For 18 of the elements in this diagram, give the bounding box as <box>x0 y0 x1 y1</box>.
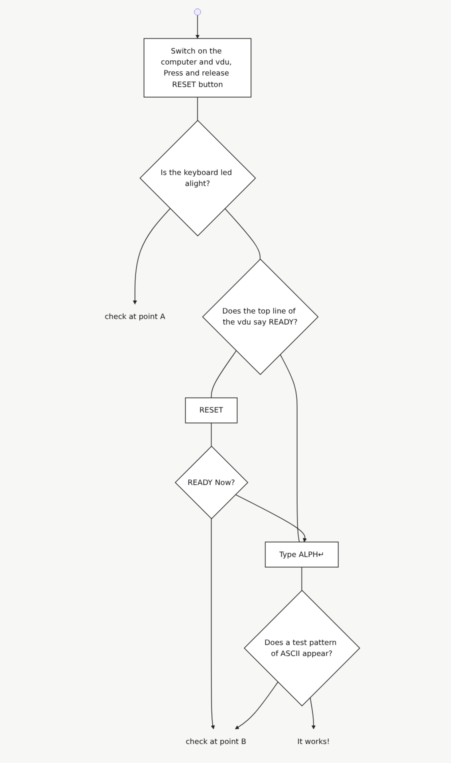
node-diamond <box>202 258 319 376</box>
arrow <box>133 208 171 304</box>
arrow <box>196 14 200 39</box>
arrow <box>310 697 316 730</box>
arrow <box>235 682 279 730</box>
arrow <box>235 494 308 542</box>
connector <box>197 96 198 121</box>
node-diamond <box>140 120 256 236</box>
node-box <box>265 542 339 568</box>
connector <box>211 350 237 398</box>
connector <box>224 208 261 260</box>
node-box <box>144 38 252 98</box>
node-diamond <box>244 590 360 706</box>
node-box <box>185 397 238 424</box>
node-diamond <box>175 446 249 520</box>
connector <box>280 354 300 542</box>
arrow <box>211 518 216 730</box>
connector <box>211 422 212 447</box>
